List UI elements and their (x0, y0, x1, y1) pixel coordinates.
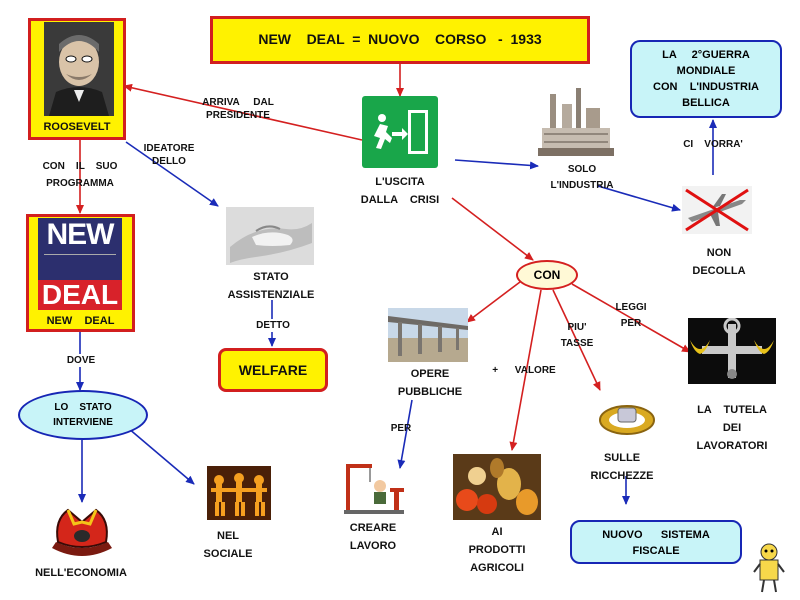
link-exit-roosevelt (123, 83, 363, 141)
con-node: CON (516, 260, 578, 290)
mascot-icon (752, 540, 786, 594)
title-box: NEW DEAL = NUOVO CORSO - 1933 (210, 16, 590, 64)
crane-worker-icon (342, 460, 406, 516)
new-deal-label: NEW DEAL (46, 315, 115, 327)
page-title: NEW DEAL = NUOVO CORSO - 1933 (258, 31, 542, 47)
valore-label: + VALORE (492, 365, 556, 376)
factory-icon (536, 84, 616, 162)
non-decolla-label: NON DECOLLA (692, 247, 746, 277)
link-dove-sociale (127, 427, 195, 485)
exit-sign-icon (362, 96, 438, 168)
roosevelt-portrait (44, 22, 114, 116)
link-roosevelt-hands (125, 141, 219, 207)
book-title-deal: DEAL (41, 279, 119, 310)
prodotti-agricoli-label: AI PRODOTTI AGRICOLI (468, 526, 526, 574)
link-con-tools (571, 283, 691, 353)
arriva-label: ARRIVA DAL PRESIDENTE (202, 97, 274, 121)
bridge-icon (388, 308, 468, 362)
stato-assistenziale-label: STATO ASSISTENZIALE (227, 271, 315, 301)
link-opere-crane (397, 399, 413, 469)
link-exit-industria (454, 159, 539, 170)
industria-label: SOLO L'INDUSTRIA (550, 164, 614, 191)
tools-icon (688, 318, 776, 384)
tutela-label: LA TUTELA DEI LAVORATORI (696, 404, 768, 452)
roosevelt-label: ROOSEVELT (43, 121, 111, 133)
programma-label: CON IL SUO PROGRAMMA (42, 161, 118, 189)
ideatore-label: IDEATORE DELLO (143, 143, 195, 167)
stato-interviene-node: LO STATO INTERVIENE (18, 390, 148, 440)
per-label: PER (390, 423, 412, 434)
nel-sociale-label: NEL SOCIALE (203, 530, 253, 560)
ricchezze-label: SULLE RICCHEZZE (590, 452, 654, 482)
link-con-prodotti (509, 289, 542, 451)
book-title-new: NEW (46, 218, 115, 251)
ci-vorra-label: CI VORRA' (683, 139, 743, 150)
hat-icon (44, 502, 120, 564)
stato-interviene-label: LO STATO INTERVIENE (53, 402, 113, 428)
dove-label: DOVE (56, 354, 106, 367)
new-deal-book-cover: NEW DEAL (38, 218, 122, 310)
welfare-box: WELFARE (218, 348, 328, 392)
opere-pubbliche-label: OPERE PUBBLICHE (397, 368, 463, 398)
link-exit-con (451, 197, 534, 261)
detto-label: DETTO (248, 319, 298, 332)
leggi-per-label: LEGGI PER (615, 302, 647, 329)
welfare-label: WELFARE (238, 362, 308, 378)
link-con-ring (552, 289, 601, 391)
vegetables-icon (453, 454, 541, 520)
uscita-label: L'USCITA DALLA CRISI (360, 176, 440, 206)
guerra-box: LA 2°GUERRA MONDIALE CON L'INDUSTRIA BEL… (630, 40, 782, 118)
con-label: CON (533, 268, 561, 282)
piu-tasse-label: PIU' TASSE (560, 322, 594, 349)
nell-economia-label: NELL'ECONOMIA (35, 567, 127, 579)
sistema-fiscale-box: NUOVO SISTEMA FISCALE (570, 520, 742, 564)
hands-icon (226, 207, 314, 265)
link-con-opere (466, 281, 521, 323)
paper-people-icon (207, 466, 271, 520)
link-industria-plane (597, 185, 681, 212)
gold-ring-icon (596, 396, 658, 440)
creare-lavoro-label: CREARE LAVORO (349, 522, 397, 552)
crossed-airplane-icon (682, 186, 752, 234)
